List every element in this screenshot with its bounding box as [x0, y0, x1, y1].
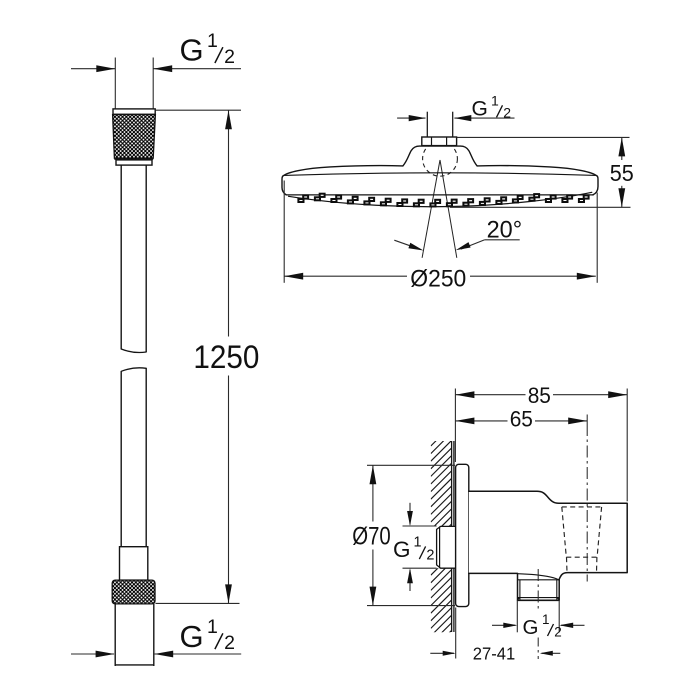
- svg-text:1: 1: [207, 30, 218, 52]
- svg-text:G: G: [180, 619, 204, 654]
- svg-text:55: 55: [610, 160, 634, 186]
- svg-text:1250: 1250: [193, 339, 259, 375]
- svg-text:1: 1: [491, 93, 499, 109]
- svg-text:2: 2: [554, 624, 562, 639]
- svg-text:65: 65: [510, 406, 533, 431]
- svg-text:G: G: [393, 537, 411, 562]
- svg-text:2: 2: [224, 46, 235, 68]
- svg-text:1: 1: [414, 535, 422, 551]
- svg-text:1: 1: [207, 616, 218, 638]
- svg-text:2: 2: [503, 105, 511, 121]
- svg-text:Ø250: Ø250: [410, 265, 466, 292]
- svg-text:2: 2: [224, 632, 235, 654]
- svg-text:1: 1: [542, 612, 550, 627]
- svg-text:G: G: [180, 33, 204, 68]
- svg-text:G: G: [472, 98, 488, 121]
- svg-text:27-41: 27-41: [473, 644, 516, 664]
- svg-text:85: 85: [528, 383, 551, 408]
- svg-text:2: 2: [426, 548, 434, 564]
- svg-text:G: G: [523, 616, 539, 639]
- svg-text:Ø70: Ø70: [352, 522, 391, 550]
- svg-text:20°: 20°: [487, 216, 522, 243]
